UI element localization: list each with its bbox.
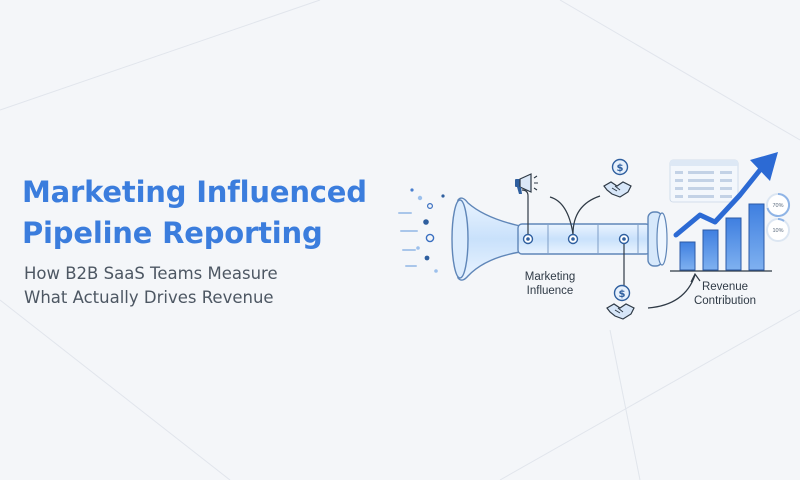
report-table xyxy=(669,159,739,203)
revenue-contribution-line-2: Contribution xyxy=(693,295,756,307)
title-line-2: Pipeline Reporting xyxy=(22,216,323,250)
chart-bar xyxy=(679,241,696,271)
stat-ring-a: 70% xyxy=(766,192,791,217)
pipeline-tube xyxy=(517,223,651,255)
stat-b-label: 10% xyxy=(772,228,783,234)
svg-text:$: $ xyxy=(619,289,626,300)
chart-bar xyxy=(725,217,742,271)
stat-ring-b: 10% xyxy=(766,218,790,242)
revenue-bar-chart xyxy=(670,203,772,272)
svg-text:$: $ xyxy=(617,163,624,174)
marketing-influence-label: Marketing Influence xyxy=(505,270,595,298)
dollar-coin-icon-bottom: $ xyxy=(613,284,631,302)
chart-bar xyxy=(702,229,719,271)
marketing-influence-line-2: Influence xyxy=(526,285,574,297)
marketing-influence-line-1: Marketing xyxy=(524,271,576,283)
trend-arrow-icon xyxy=(673,152,778,238)
funnel-illustration: $ $ 70% xyxy=(398,152,791,320)
page-title: Marketing Influenced Pipeline Reporting xyxy=(22,172,367,254)
chart-bar xyxy=(748,203,765,271)
title-line-1: Marketing Influenced xyxy=(22,175,367,209)
handshake-icon xyxy=(603,181,632,198)
megaphone-icon xyxy=(515,173,538,194)
subtitle-line-2: What Actually Drives Revenue xyxy=(24,288,274,307)
subtitle-line-1: How B2B SaaS Teams Measure xyxy=(24,264,278,283)
dollar-coin-icon: $ xyxy=(611,158,629,176)
stat-a-label: 70% xyxy=(772,203,783,209)
revenue-contribution-label: Revenue Contribution xyxy=(670,280,780,308)
revenue-contribution-line-1: Revenue xyxy=(701,281,749,293)
handshake-icon-bottom xyxy=(606,303,635,320)
page-subtitle: How B2B SaaS Teams Measure What Actually… xyxy=(24,262,278,310)
incoming-dots xyxy=(398,188,445,273)
